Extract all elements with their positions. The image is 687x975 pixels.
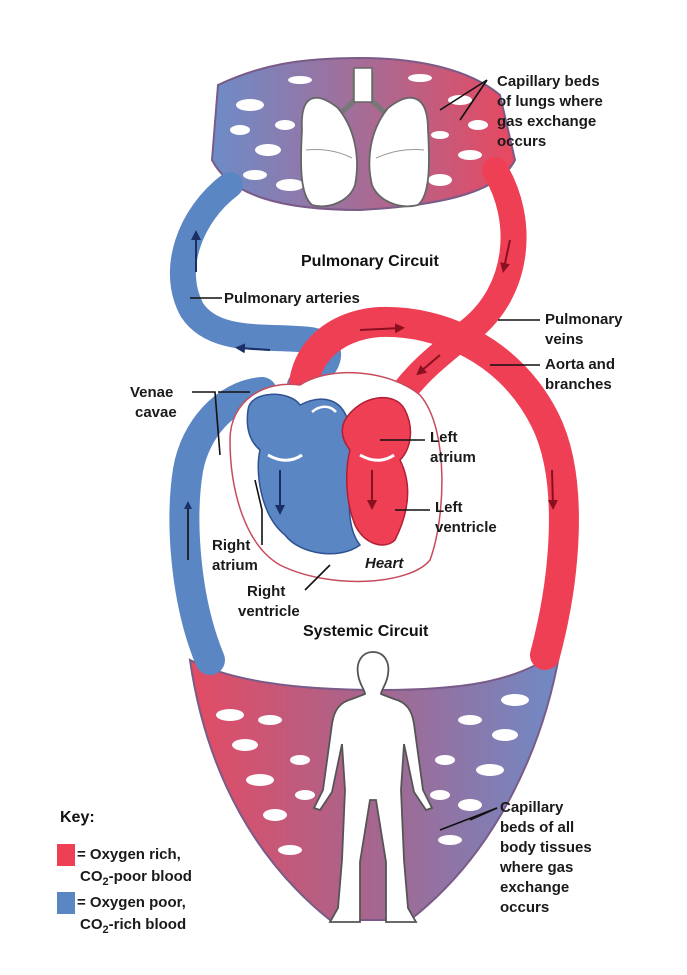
label-capillary-lungs-3: gas exchange bbox=[497, 113, 596, 130]
key-rich-line2: CO2-poor blood bbox=[80, 868, 192, 888]
label-venae-cavae-2: cavae bbox=[135, 404, 177, 421]
flow-arrows bbox=[184, 230, 558, 560]
pulmonary-circuit-title: Pulmonary Circuit bbox=[301, 253, 439, 270]
label-aorta-1: Aorta and bbox=[545, 356, 615, 373]
label-aorta-2: branches bbox=[545, 376, 612, 393]
label-capillary-body-6: occurs bbox=[500, 899, 549, 916]
label-capillary-body-3: body tissues bbox=[500, 839, 592, 856]
leader-lines bbox=[190, 79, 540, 831]
label-left-ventricle-2: ventricle bbox=[435, 519, 497, 536]
key-title: Key: bbox=[60, 809, 95, 826]
labels: Capillary beds of lungs where gas exchan… bbox=[130, 73, 623, 916]
label-pulmonary-arteries: Pulmonary arteries bbox=[224, 290, 360, 307]
key-swatch-oxygen-poor bbox=[57, 892, 75, 914]
label-capillary-body-1: Capillary bbox=[500, 799, 564, 816]
label-right-atrium-2: atrium bbox=[212, 557, 258, 574]
label-capillary-body-5: exchange bbox=[500, 879, 569, 896]
label-capillary-body-4: where gas bbox=[499, 859, 573, 876]
key-poor-line2: CO2-rich blood bbox=[80, 916, 186, 936]
label-left-atrium-1: Left bbox=[430, 429, 458, 446]
label-capillary-lungs-2: of lungs where bbox=[497, 93, 603, 110]
lung-capillary-bed bbox=[210, 56, 517, 212]
key-poor-line1: = Oxygen poor, bbox=[77, 894, 186, 911]
label-capillary-lungs-4: occurs bbox=[497, 133, 546, 150]
aorta-vessel bbox=[288, 306, 579, 670]
pulmonary-veins-vessel bbox=[372, 157, 527, 433]
human-figure bbox=[312, 651, 434, 923]
label-heart: Heart bbox=[365, 555, 404, 572]
key-swatch-oxygen-rich bbox=[57, 844, 75, 866]
heart-illustration bbox=[229, 371, 443, 583]
label-left-ventricle-1: Left bbox=[435, 499, 463, 516]
label-pulmonary-veins-1: Pulmonary bbox=[545, 311, 623, 328]
legend-key: Key: = Oxygen rich, CO2-poor blood = Oxy… bbox=[57, 809, 192, 936]
label-pulmonary-veins-2: veins bbox=[545, 331, 583, 348]
label-capillary-lungs-1: Capillary beds bbox=[497, 73, 600, 90]
key-rich-line1: = Oxygen rich, bbox=[77, 846, 181, 863]
label-venae-cavae-1: Venae bbox=[130, 384, 173, 401]
lungs-illustration bbox=[300, 67, 430, 208]
label-capillary-body-2: beds of all bbox=[500, 819, 574, 836]
label-right-atrium-1: Right bbox=[212, 537, 250, 554]
label-right-ventricle-2: ventricle bbox=[238, 603, 300, 620]
label-left-atrium-2: atrium bbox=[430, 449, 476, 466]
systemic-circuit-title: Systemic Circuit bbox=[303, 623, 429, 640]
venae-cavae-vessel bbox=[169, 377, 277, 675]
label-right-ventricle-1: Right bbox=[247, 583, 285, 600]
